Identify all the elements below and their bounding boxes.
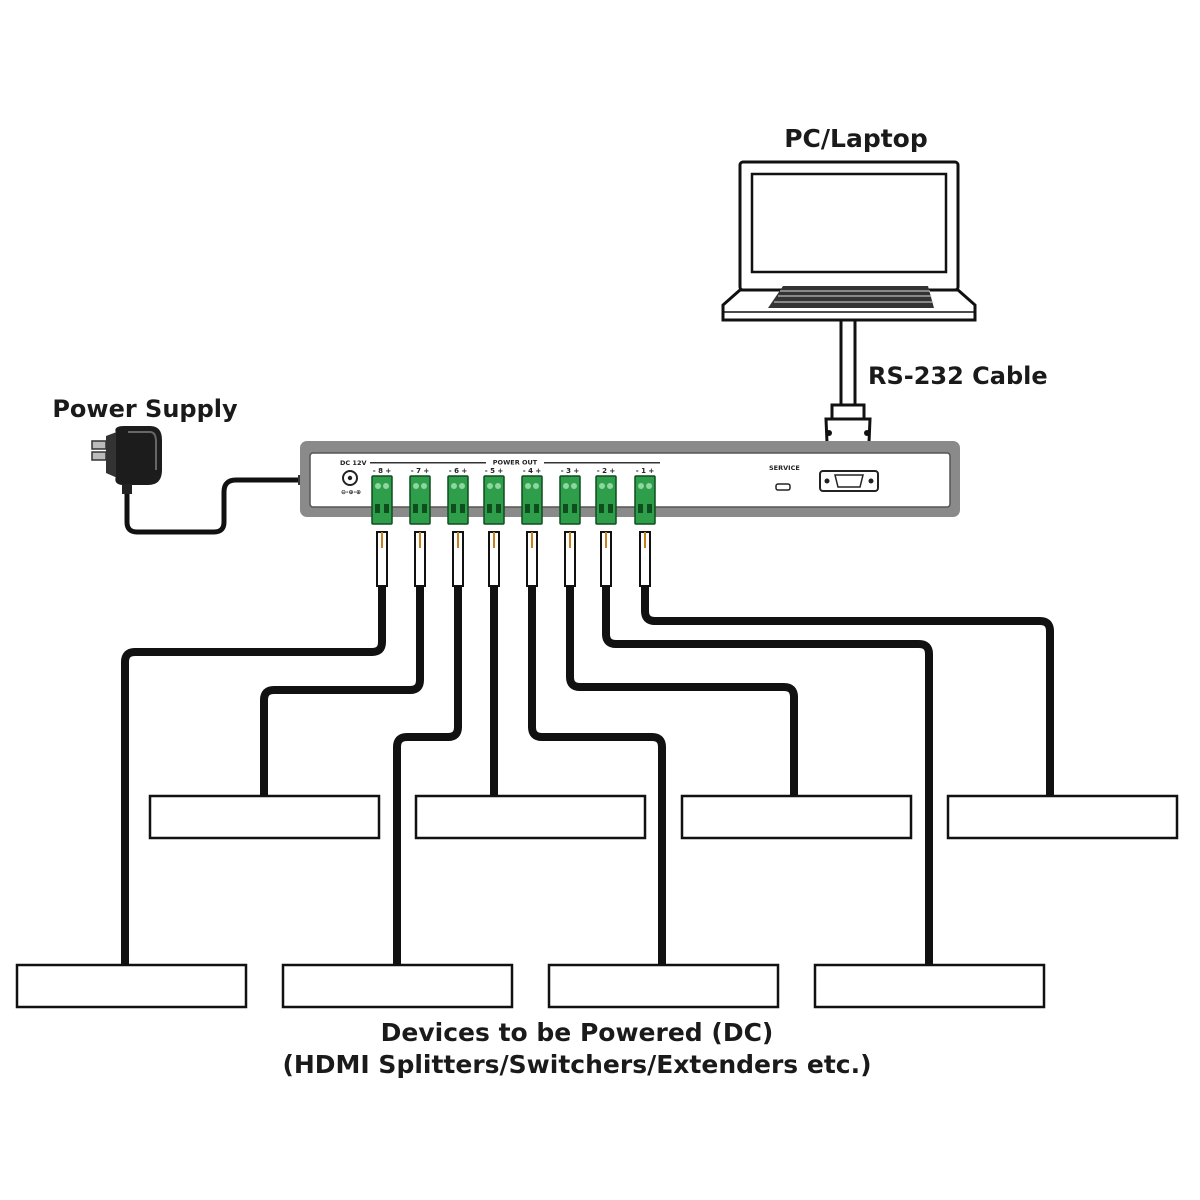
device-box	[148, 794, 381, 840]
port-label-7: - 7 +	[411, 467, 430, 475]
service-usb-port	[775, 483, 791, 491]
cable-port-6	[393, 585, 462, 965]
terminal-block-7	[409, 475, 431, 525]
port-label-6: - 6 +	[449, 467, 468, 475]
service-label: SERVICE	[769, 464, 800, 472]
terminal-connectors	[371, 475, 656, 525]
power-out-label: POWER OUT	[493, 459, 538, 467]
terminal-block-3	[559, 475, 581, 525]
device-box	[547, 963, 780, 1009]
terminal-block-2	[595, 475, 617, 525]
device-box	[414, 794, 647, 840]
dc-12v-label: DC 12V	[340, 459, 367, 467]
devices-label-line2: (HDMI Splitters/Switchers/Extenders etc.…	[282, 1050, 871, 1079]
terminal-block-4	[521, 475, 543, 525]
device-box	[281, 963, 514, 1009]
cable-stubs	[376, 531, 651, 587]
port-label-8: - 8 +	[373, 467, 392, 475]
power-distributor-unit: DC 12V ⊖-⊕-⊕ POWER OUT SERVICE	[300, 441, 960, 517]
cable-port-1	[641, 585, 1054, 796]
device-boxes	[15, 794, 1179, 1009]
cable-port-8	[121, 585, 386, 965]
power-supply-cable	[124, 477, 300, 535]
port-label-5: - 5 +	[485, 467, 504, 475]
devices-label-line1: Devices to be Powered (DC)	[381, 1018, 774, 1047]
laptop-icon	[721, 160, 977, 322]
terminal-block-8	[371, 475, 393, 525]
cable-port-3	[566, 585, 798, 796]
device-box	[15, 963, 248, 1009]
pc-laptop-label: PC/Laptop	[784, 124, 928, 153]
port-label-1: - 1 +	[636, 467, 655, 475]
device-box	[946, 794, 1179, 840]
device-box	[680, 794, 913, 840]
cable-port-7	[260, 585, 424, 796]
terminal-block-6	[447, 475, 469, 525]
cable-port-2	[602, 585, 933, 965]
power-adapter-icon	[91, 426, 162, 494]
svg-text:⊖-⊕-⊕: ⊖-⊕-⊕	[341, 489, 361, 496]
port-label-2: - 2 +	[597, 467, 616, 475]
rs232-cable-label: RS-232 Cable	[868, 362, 1048, 390]
terminal-block-5	[483, 475, 505, 525]
cable-port-4	[528, 585, 666, 965]
terminal-block-1	[634, 475, 656, 525]
port-label-4: - 4 +	[523, 467, 542, 475]
port-labels: - 8 + - 7 + - 6 + - 5 + - 4 + - 3 + - 2 …	[373, 467, 655, 475]
device-box	[813, 963, 1046, 1009]
device-cables	[121, 585, 1054, 965]
port-label-3: - 3 +	[561, 467, 580, 475]
power-supply-label: Power Supply	[52, 395, 238, 423]
